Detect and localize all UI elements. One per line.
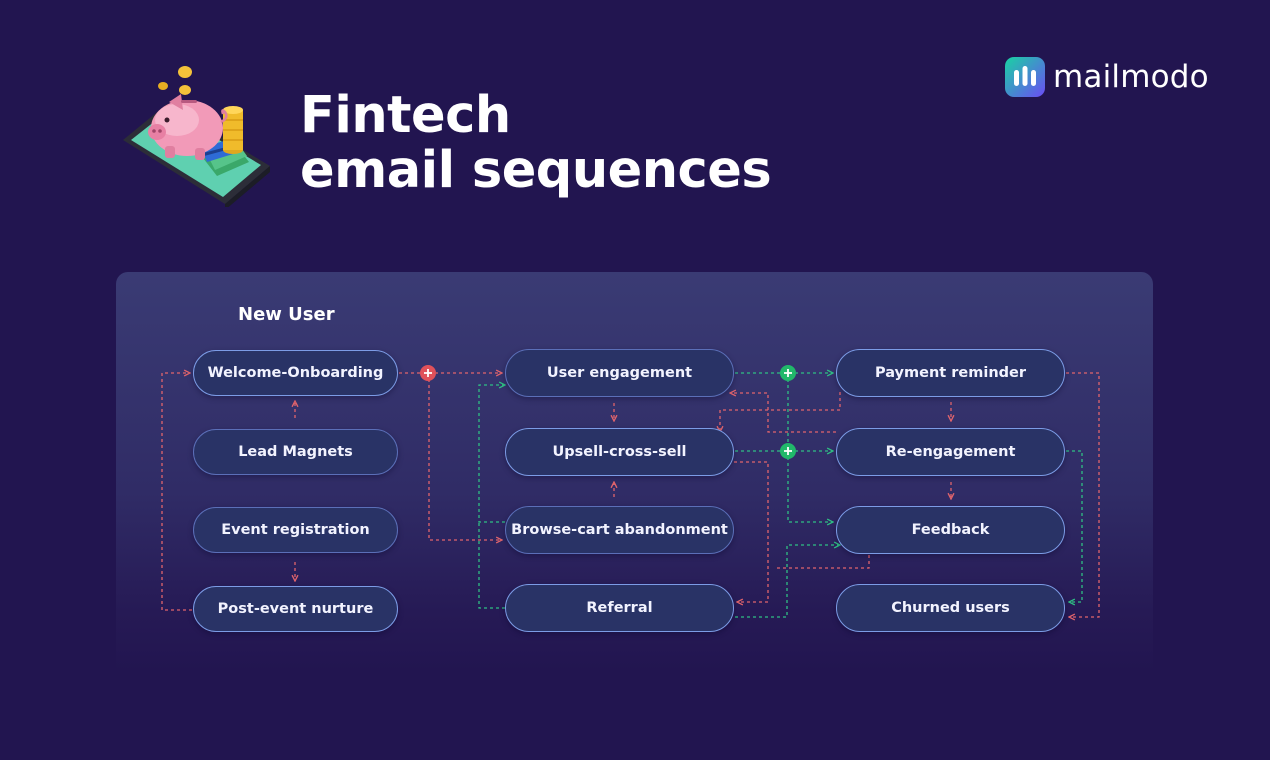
brand-name: mailmodo bbox=[1053, 59, 1209, 95]
brand: mailmodo bbox=[1005, 57, 1209, 97]
node-payment-reminder: Payment reminder bbox=[836, 349, 1065, 397]
node-post-event-nurture: Post-event nurture bbox=[193, 586, 398, 632]
page-title: Fintech email sequences bbox=[300, 86, 772, 200]
node-feedback: Feedback bbox=[836, 506, 1065, 554]
node-churned-users: Churned users bbox=[836, 584, 1065, 632]
node-re-engagement: Re-engagement bbox=[836, 428, 1065, 476]
node-referral: Referral bbox=[505, 584, 734, 632]
section-label: New User bbox=[238, 304, 335, 325]
node-upsell-cross-sell: Upsell-cross-sell bbox=[505, 428, 734, 476]
node-event-registration: Event registration bbox=[193, 507, 398, 553]
title-line-1: Fintech bbox=[300, 86, 511, 145]
node-browse-cart-abandonment: Browse-cart abandonment bbox=[505, 506, 734, 554]
node-lead-magnets: Lead Magnets bbox=[193, 429, 398, 475]
node-user-engagement: User engagement bbox=[505, 349, 734, 397]
piggy-bank-illustration bbox=[123, 66, 270, 207]
node-welcome-onboarding: Welcome-Onboarding bbox=[193, 350, 398, 396]
title-line-2: email sequences bbox=[300, 141, 772, 200]
mailmodo-logo-icon bbox=[1005, 57, 1045, 97]
